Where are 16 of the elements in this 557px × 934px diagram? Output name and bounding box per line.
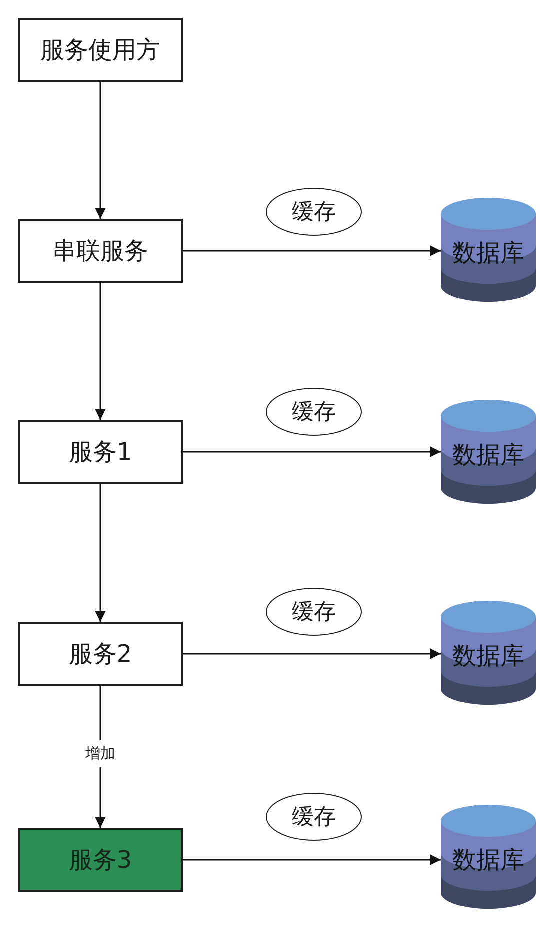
process-box: 服务1: [18, 420, 183, 484]
highlighted-process-box: 服务3: [18, 828, 183, 892]
cache-ellipse: 缓存: [266, 588, 362, 636]
process-box: 串联服务: [18, 219, 183, 283]
arrow: [183, 854, 441, 866]
cache-ellipse: 缓存: [266, 188, 362, 236]
process-box: 服务使用方: [18, 18, 183, 82]
arrow: [183, 446, 441, 458]
process-box: 服务2: [18, 622, 183, 686]
arrow: [183, 648, 441, 660]
arrow: [95, 484, 106, 622]
arrow: [183, 246, 441, 256]
cache-ellipse: 缓存: [266, 793, 362, 841]
arrow: [95, 82, 106, 219]
arrow: [95, 283, 106, 420]
cache-ellipse: 缓存: [266, 388, 362, 436]
